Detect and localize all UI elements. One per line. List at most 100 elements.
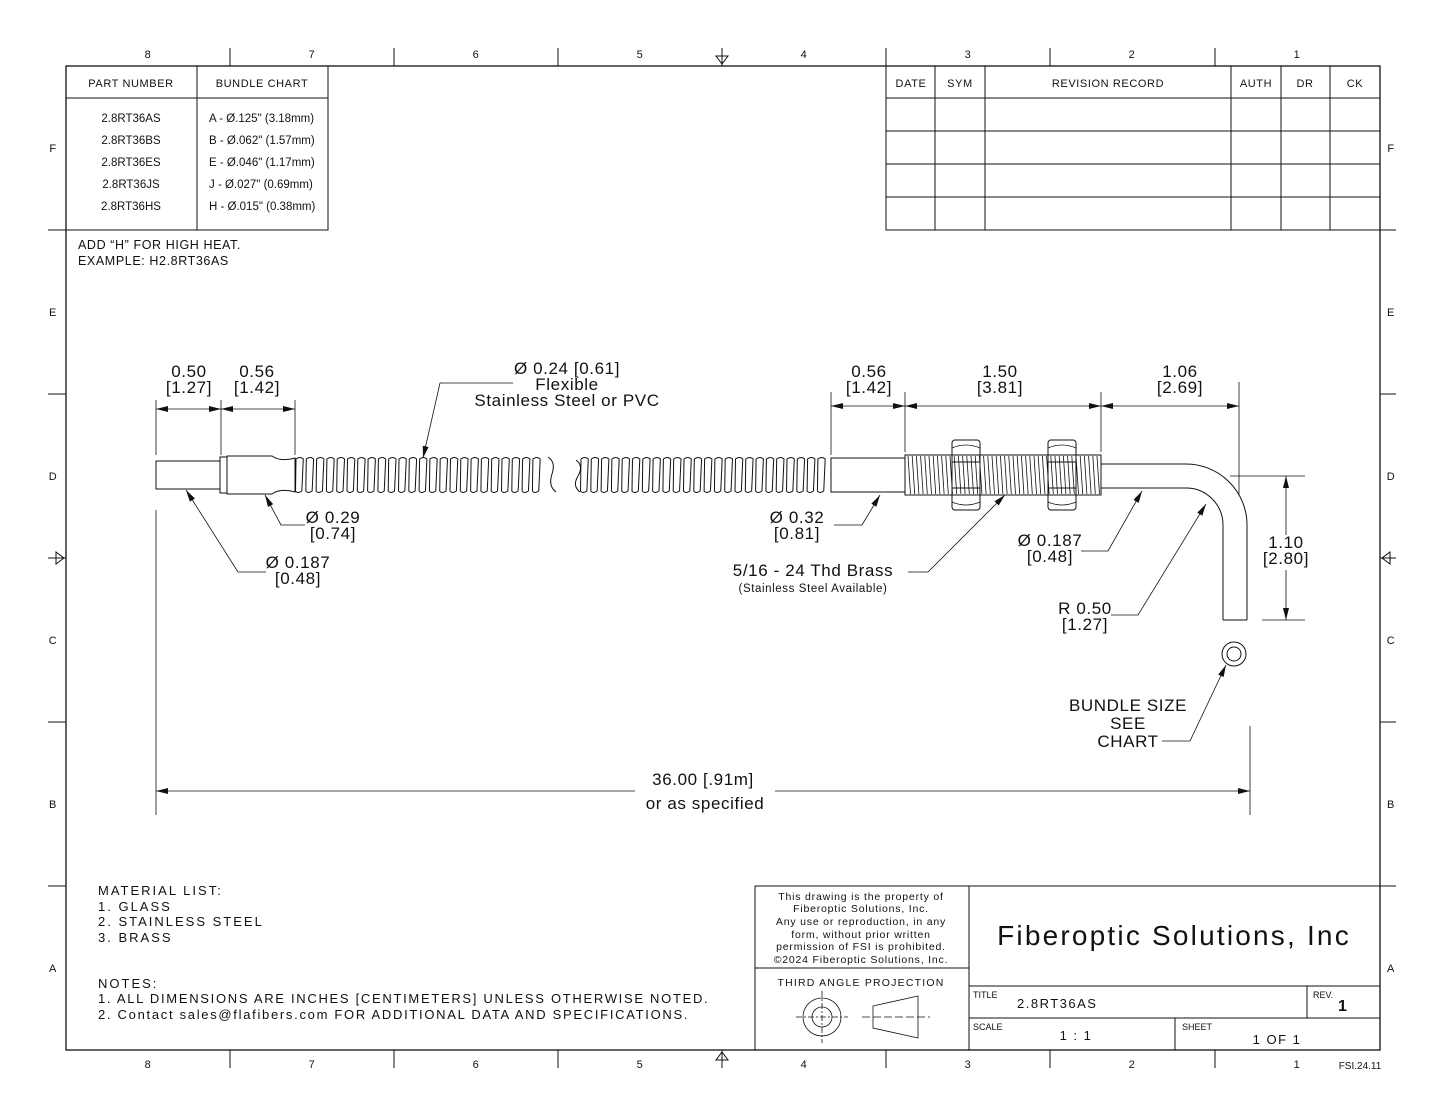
sheath-coil-turn (806, 457, 816, 493)
bend-radius-callout: R 0.50 (1058, 599, 1112, 618)
hex-nut-right (1047, 439, 1077, 511)
sheath-coil-turn (796, 457, 806, 493)
tube-dia-callout: Ø 0.187 (1018, 531, 1083, 550)
sheath-coil-turn (590, 457, 600, 493)
sheath-coil-turn (734, 457, 744, 493)
property-line: This drawing is the property of (778, 891, 943, 903)
sheath-coil-turn (315, 457, 325, 493)
sheath-coil-turn (531, 457, 541, 493)
thread-line (1033, 455, 1037, 495)
rev-header-sym: SYM (947, 78, 973, 90)
thread-line (995, 455, 1000, 495)
sheath-coil-turn (470, 457, 479, 493)
sheath-coil-turn (755, 457, 764, 493)
sheath-coil-turn (662, 457, 672, 493)
thread-line (920, 455, 924, 495)
dim-label: [2.69] (1157, 378, 1203, 397)
note-item: 2. Contact sales@flafibers.com FOR ADDIT… (98, 1007, 689, 1022)
break-line (547, 456, 557, 493)
flexible-sheath-left (294, 456, 557, 493)
zone-col-label: 2 (1129, 49, 1136, 61)
bundle-callout: SEE (1110, 714, 1146, 733)
overall-length: 36.00 [.91m] (652, 770, 754, 789)
sheath-coil-turn (490, 457, 500, 493)
center-mark-right (1380, 551, 1396, 565)
bundle-chart-header: BUNDLE CHART (216, 78, 309, 90)
hex-nut-left (951, 439, 981, 511)
dim-label: [3.81] (977, 378, 1023, 397)
zone-row-label: E (1387, 307, 1395, 319)
sheath-callout: Flexible (535, 375, 598, 394)
tube-dia-callout: [0.48] (1027, 547, 1073, 566)
dim-label: [1.27] (166, 378, 212, 397)
sheath-coil-turn (521, 457, 531, 493)
thread-line (932, 455, 937, 495)
part-number-cell: 2.8RT36HS (101, 201, 161, 213)
company-name: Fiberoptic Solutions, Inc (997, 920, 1351, 951)
dim-label: [1.42] (846, 378, 892, 397)
zone-col-label: 4 (801, 49, 808, 61)
zone-row-label: D (49, 471, 58, 483)
sheath-coil-turn (294, 457, 304, 493)
zone-col-label: 1 (1294, 49, 1301, 61)
overall-length-note: or as specified (646, 794, 765, 813)
thread-line (937, 455, 941, 495)
sheath-coil-turn (387, 457, 397, 493)
thread-line (1037, 455, 1042, 495)
bundle-cell: H - Ø.015" (0.38mm) (209, 201, 316, 213)
sheath-coil-turn (408, 457, 418, 493)
material-item: 1. GLASS (98, 899, 172, 914)
sheath-coil-turn (785, 457, 795, 493)
thread-line (983, 455, 987, 495)
thread-line (987, 455, 991, 495)
doc-code: FSI.24.11 (1339, 1061, 1382, 1072)
ferrule-dia-callout: Ø 0.29 (306, 508, 361, 527)
dim-label: 1.50 (982, 362, 1018, 381)
sheath-coil-turn (367, 457, 376, 493)
sleeve-dia-callout: Ø 0.32 (770, 508, 825, 527)
thread-line (1021, 455, 1025, 495)
zone-col-label: 2 (1129, 1059, 1136, 1071)
thread-line (1008, 455, 1012, 495)
sheath-coil-turn (500, 457, 510, 493)
zone-row-label: B (1387, 799, 1395, 811)
sheath-coil-turn (377, 457, 387, 493)
sheath-coil-turn (459, 457, 469, 493)
title-block: This drawing is the property of Fiberopt… (754, 885, 1381, 1051)
material-list: MATERIAL LIST: 1. GLASS 2. STAINLESS STE… (98, 883, 262, 945)
sheath-coil-turn (744, 457, 754, 493)
thread-line (1004, 455, 1008, 495)
notes: NOTES: 1. ALL DIMENSIONS ARE INCHES [CEN… (98, 976, 709, 1022)
note-item: 1. ALL DIMENSIONS ARE INCHES [CENTIMETER… (98, 991, 709, 1006)
thread-line (991, 455, 995, 495)
property-line: Any use or reproduction, in any (776, 916, 946, 928)
sheath-coil-turn (336, 457, 346, 493)
sheath-coil-turn (816, 457, 826, 493)
notes-title: NOTES: (98, 976, 158, 991)
bundle-callout: CHART (1097, 732, 1158, 751)
revision-table: DATE SYM REVISION RECORD AUTH DR CK (885, 65, 1381, 231)
glass-tip (155, 460, 221, 490)
bend-radius-callout: [1.27] (1062, 615, 1108, 634)
center-mark-top (715, 48, 729, 66)
thread-line (941, 455, 945, 495)
sheath-coil-turn (631, 457, 641, 493)
zone-row-label: B (49, 799, 57, 811)
rev-header-ck: CK (1347, 78, 1364, 90)
dim-label: 1.10 (1268, 533, 1304, 552)
thread-line (1029, 455, 1033, 495)
dim-label: [2.80] (1263, 549, 1309, 568)
zone-row-label: A (1387, 963, 1395, 975)
sheath-coil-turn (682, 457, 692, 493)
dim-label: 1.06 (1162, 362, 1198, 381)
dim-label: 0.56 (851, 362, 887, 381)
thread-line (916, 455, 920, 495)
drawing-frame (48, 48, 1396, 1068)
thread-line (924, 455, 928, 495)
sheet-label: SHEET (1182, 1022, 1213, 1032)
dim-label: 0.56 (239, 362, 275, 381)
ferrule-dia-callout: [0.74] (310, 524, 356, 543)
property-line: form, without prior written (791, 929, 930, 941)
zone-col-label: 5 (637, 49, 644, 61)
